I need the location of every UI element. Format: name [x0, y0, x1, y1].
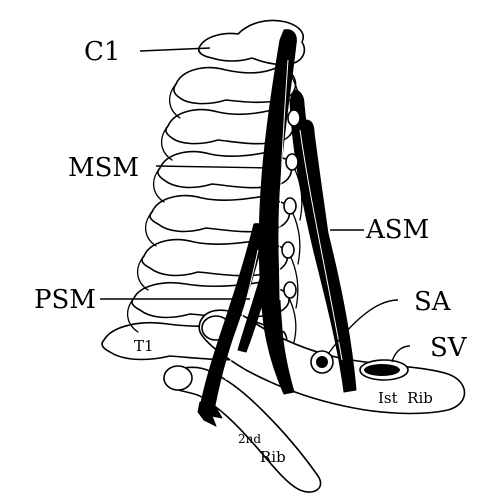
- label-first-rib: Ist Rib: [378, 389, 433, 407]
- label-c1: C1: [84, 37, 120, 67]
- second-rib-head: [163, 365, 193, 391]
- posterior-scalene-muscle: [199, 223, 265, 411]
- label-sa: SA: [414, 287, 452, 317]
- c1-leader: [139, 47, 211, 52]
- subclavian-artery-lumen: [316, 356, 328, 368]
- muscle-fiber-lines: [225, 59, 343, 381]
- labels: C1 MSM ASM PSM SA SV T1 Ist Rib 2nd Rib: [34, 37, 468, 466]
- label-asm: ASM: [365, 215, 429, 245]
- leader-lines: [100, 47, 411, 363]
- c7-transverse-process: [131, 281, 290, 319]
- sv-leader: [391, 345, 411, 363]
- sa-leader: [327, 299, 399, 355]
- label-psm: PSM: [34, 285, 96, 315]
- posterior-scalene-muscle-lateral-slip: [237, 249, 276, 353]
- psm-insertion-fibers: [197, 401, 223, 427]
- subclavian-vein-lumen: [364, 364, 400, 376]
- label-sv: SV: [430, 333, 468, 363]
- msm-leader: [155, 165, 271, 169]
- label-t1: T1: [134, 337, 154, 355]
- label-second-rib-line2: Rib: [260, 448, 286, 466]
- label-msm: MSM: [68, 153, 139, 183]
- label-second-rib-line1: 2nd: [238, 432, 261, 446]
- middle-scalene-muscle: [258, 29, 297, 395]
- attachment-tubercles: [281, 109, 301, 299]
- vessels: [310, 350, 409, 381]
- anterior-scalene-muscle-lateral: [305, 119, 335, 283]
- scalene-muscles: [197, 29, 357, 427]
- posterior-arches: [127, 83, 181, 333]
